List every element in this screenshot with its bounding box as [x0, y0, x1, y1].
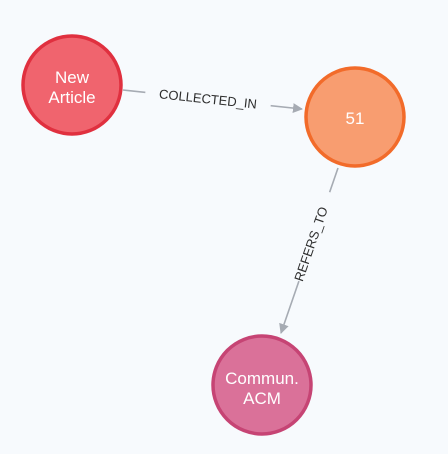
node-label-line-1: New	[55, 68, 90, 87]
node-new-article[interactable]: New Article	[21, 34, 123, 136]
relationship-label-bg	[290, 189, 339, 285]
node-label: 51	[346, 109, 365, 128]
node-51[interactable]: 51	[304, 66, 406, 168]
node-commun-acm[interactable]: Commun. ACM	[211, 334, 313, 436]
relationship-label-bg	[144, 83, 272, 115]
node-circle[interactable]	[21, 34, 123, 136]
relationship-refers-to[interactable]: REFERS_TO	[279, 167, 339, 334]
node-circle[interactable]	[211, 334, 313, 436]
node-label-line-2: Article	[48, 88, 95, 107]
node-label-line-1: Commun.	[225, 369, 299, 388]
node-label-line-2: ACM	[243, 389, 281, 408]
relationship-collected-in[interactable]: COLLECTED_IN	[122, 83, 303, 115]
node-circle[interactable]	[304, 66, 406, 168]
